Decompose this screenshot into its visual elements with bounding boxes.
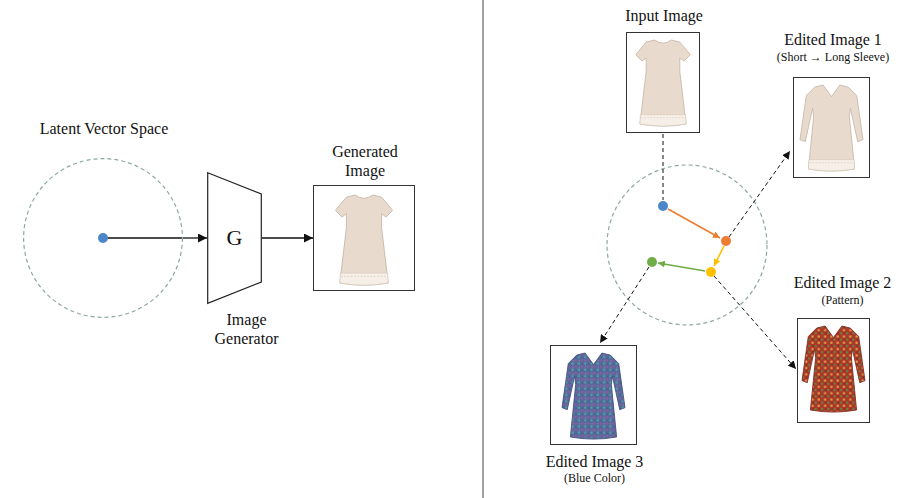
image-label: Input Image	[604, 6, 724, 25]
image-label: Image Generator	[205, 310, 289, 348]
image-label: Edited Image 2	[783, 273, 903, 292]
flow-arrow	[183, 237, 207, 238]
latent-point	[658, 201, 668, 211]
label-group: Edited Image 2(Pattern)	[783, 273, 903, 307]
latent-space-outline	[24, 159, 183, 318]
label-group: Input Image	[604, 6, 724, 25]
decode-arrow	[729, 151, 790, 237]
image-frame: Edited Image 2(Pattern)	[797, 318, 870, 423]
label-group: Latent Vector Space	[4, 119, 204, 138]
image-frame: Edited Image 1(Short → Long Sleeve)	[793, 77, 870, 178]
dress-picture	[562, 353, 625, 439]
label-group: Image Generator	[205, 310, 289, 348]
flow-arrow	[262, 237, 313, 238]
label-group: Edited Image 3(Blue Color)	[525, 452, 665, 486]
edit-arrow	[668, 209, 720, 238]
image-frame: Generated Image	[313, 185, 415, 291]
image-label: Generated Image	[320, 142, 410, 180]
dress-picture	[800, 85, 863, 171]
generator-shape	[208, 173, 262, 304]
label-group: Edited Image 1(Short → Long Sleeve)	[758, 30, 908, 64]
dress-picture	[636, 40, 691, 126]
edit-description: (Blue Color)	[525, 471, 665, 485]
projection-line	[663, 134, 664, 200]
image-label: Latent Vector Space	[4, 119, 204, 138]
latent-point	[706, 267, 716, 277]
dress-picture	[335, 195, 392, 285]
image-frame: Input Image	[626, 32, 700, 133]
latent-point	[721, 236, 731, 246]
dress-picture	[802, 326, 865, 412]
image-frame: Edited Image 3(Blue Color)	[550, 345, 637, 445]
image-label: G	[207, 225, 262, 251]
edit-description: (Short → Long Sleeve)	[758, 50, 908, 64]
label-group: Generated Image	[320, 142, 410, 180]
decode-arrow	[714, 276, 796, 369]
image-label: Edited Image 1	[758, 30, 908, 49]
edit-arrow	[658, 263, 705, 271]
circle-outline	[23, 158, 183, 318]
panel-divider	[483, 0, 484, 498]
latent-arrow-start	[103, 237, 183, 238]
edit-description: (Pattern)	[783, 293, 903, 307]
edit-arrow	[714, 246, 724, 266]
latent-space-circle: Latent Vector Space	[23, 158, 183, 318]
latent-point	[98, 233, 108, 243]
latent-space-circle	[607, 165, 767, 325]
label-group: G	[207, 172, 262, 304]
image-label: Edited Image 3	[525, 452, 665, 471]
generator-block: GImage Generator	[207, 172, 262, 304]
latent-point	[647, 257, 657, 267]
decode-arrow	[600, 267, 649, 343]
